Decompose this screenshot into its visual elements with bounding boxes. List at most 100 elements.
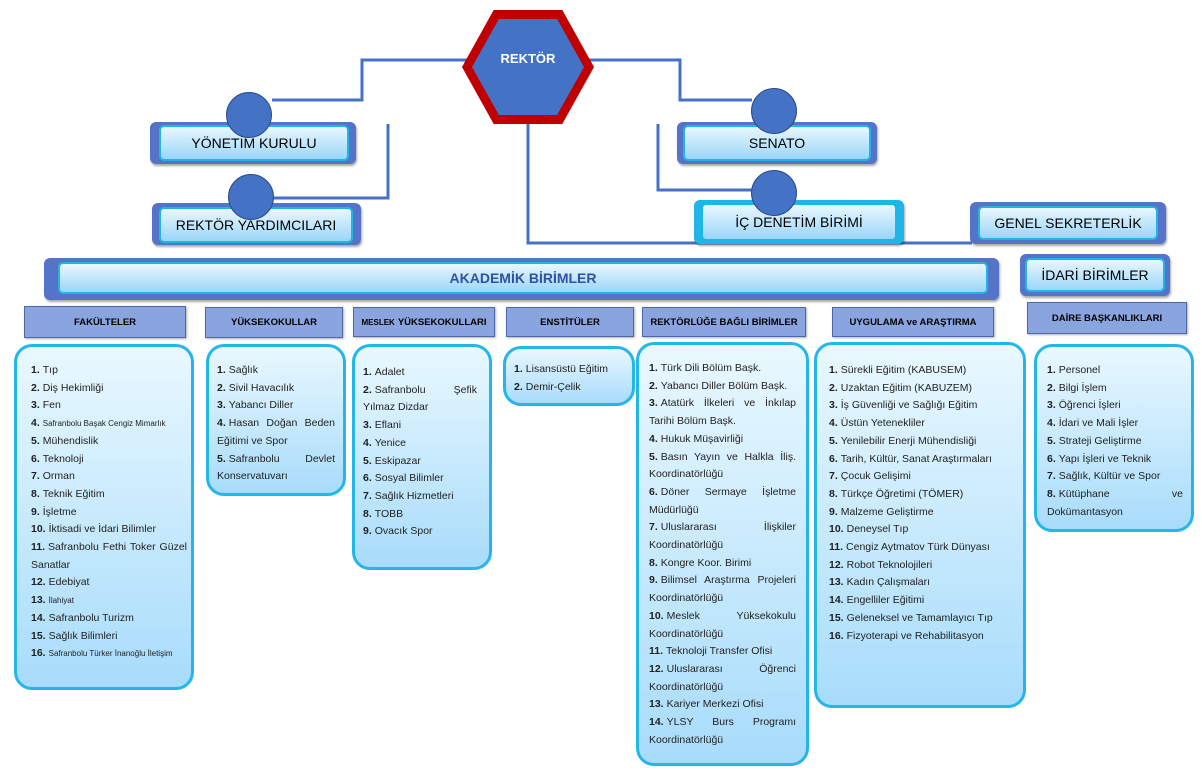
senato-circle [751, 88, 797, 134]
akademik-birimler-bar[interactable]: AKADEMİK BİRİMLER [44, 258, 999, 300]
line-to-yonetim [272, 58, 470, 102]
fakulteler-item: 14.Safranbolu Turizm [31, 610, 187, 628]
uygulama-item: 5.Yenilebilir Enerji Mühendisliği [829, 433, 1015, 451]
item-text: Uzaktan Eğitim (KABUZEM) [840, 381, 973, 394]
idari-birimler-bar[interactable]: İDARİ BİRİMLER [1020, 254, 1170, 296]
item-text: Hasan Doğan Beden Eğitimi ve Spor [217, 417, 335, 447]
item-number: 2. [829, 381, 838, 394]
uygulama-item: 6.Tarih, Kültür, Sanat Araştırmaları [829, 451, 1015, 469]
yuksekokullar-item: 3.Yabancı Diller [217, 397, 335, 415]
item-number: 4. [217, 417, 226, 430]
item-text: Fizyoterapi ve Rehabilitasyon [846, 629, 984, 642]
item-number: 12. [649, 662, 664, 675]
item-number: 6. [363, 472, 372, 485]
item-text: Sağlık Hizmetleri [374, 489, 454, 502]
item-text: Deneysel Tıp [846, 523, 909, 536]
item-text: Döner Sermaye İşletme Müdürlüğü [649, 485, 796, 516]
fakulteler-item: 4.Safranbolu Başak Cengiz Mimarlık [31, 415, 187, 433]
item-text: Üstün Yetenekliler [840, 417, 925, 430]
uygulama-item: 4.Üstün Yetenekliler [829, 415, 1015, 433]
item-text: Sağlık Bilimleri [48, 629, 118, 642]
item-number: 9. [829, 505, 838, 518]
daire-item: 7.Sağlık, Kültür ve Spor [1047, 468, 1183, 486]
item-text: Mühendislik [42, 434, 99, 447]
item-text: Geleneksel ve Tamamlayıcı Tıp [846, 611, 993, 624]
item-number: 5. [649, 450, 658, 463]
rektorluge-item: 11.Teknoloji Transfer Ofisi [649, 643, 796, 661]
yonetim-kurulu-circle [226, 92, 272, 138]
rektor-yardimcilari-circle [228, 174, 274, 220]
item-text: TOBB [374, 507, 404, 520]
item-number: 3. [31, 399, 40, 412]
fakulteler-item: 6.Teknoloji [31, 451, 187, 469]
enstituler-item: 2.Demir-Çelik [514, 379, 624, 397]
item-number: 8. [829, 487, 838, 500]
rektorluge-item: 1.Türk Dili Bölüm Başk. [649, 360, 796, 378]
fakulteler-item: 12.Edebiyat [31, 574, 187, 592]
fakulteler-item: 11.Safranbolu Fethi Toker Güzel Sanatlar [31, 539, 187, 574]
category-yuksekokullar[interactable]: YÜKSEKOKULLAR [205, 307, 343, 338]
item-number: 14. [649, 716, 664, 729]
item-text: Basın Yayın ve Halkla İliş. Koordinatörl… [649, 450, 796, 481]
category-meslek-yuksekokullari[interactable]: MESLEK YÜKSEKOKULLARI [353, 307, 495, 337]
item-number: 12. [31, 576, 46, 589]
rektorluge-item: 9.Bilimsel Araştırma Projeleri Koordinat… [649, 572, 796, 607]
uygulama-item: 16.Fizyoterapi ve Rehabilitasyon [829, 628, 1015, 646]
item-text: YLSY Burs Programı Koordinatörlüğü [649, 716, 796, 746]
item-number: 2. [31, 381, 40, 394]
rektor-node[interactable]: REKTÖR [472, 19, 584, 115]
yuksekokullar-item: 5.Safranbolu Devlet Konservatuvarı [217, 451, 335, 486]
ic-denetim-box[interactable]: İÇ DENETİM BİRİMİ [694, 200, 904, 244]
item-number: 2. [217, 381, 226, 394]
item-text: Safranbolu Turizm [48, 611, 134, 624]
item-text: Kütüphane ve Dokümantasyon [1047, 487, 1183, 518]
genel-sekreterlik-box[interactable]: GENEL SEKRETERLİK [970, 202, 1166, 244]
category-enstituler-label: ENSTİTÜLER [540, 316, 600, 328]
meslek-item: 8.TOBB [363, 506, 477, 524]
fakulteler-item: 3.Fen [31, 397, 187, 415]
item-number: 6. [31, 452, 40, 465]
item-text: Sürekli Eğitim (KABUSEM) [840, 364, 967, 376]
item-number: 1. [1047, 364, 1056, 376]
item-number: 2. [649, 379, 658, 392]
category-fakulteler[interactable]: FAKÜLTELER [24, 306, 186, 338]
item-text: Türkçe Öğretimi (TÖMER) [840, 487, 964, 500]
item-number: 1. [31, 364, 40, 376]
item-number: 14. [31, 611, 46, 624]
category-uygulama-arastirma[interactable]: UYGULAMA ve ARAŞTIRMA [832, 307, 994, 337]
item-text: Yapı İşleri ve Teknik [1058, 452, 1152, 465]
item-number: 8. [649, 556, 658, 569]
senato-label: SENATO [683, 125, 871, 161]
item-text: Uluslararası İlişkiler Koordinatörlüğü [649, 521, 796, 552]
ic-denetim-circle [751, 170, 797, 216]
daire-item: 8.Kütüphane ve Dokümantasyon [1047, 486, 1183, 521]
item-number: 3. [649, 397, 658, 410]
item-number: 2. [1047, 381, 1056, 394]
meslek-item: 3.Eflani [363, 417, 477, 435]
item-text: Robot Teknolojileri [846, 558, 933, 571]
item-number: 4. [829, 417, 838, 430]
item-number: 3. [217, 399, 226, 412]
item-text: Personel [1058, 364, 1101, 376]
item-text: Safranbolu Devlet Konservatuvarı [217, 452, 335, 483]
item-number: 7. [829, 470, 838, 483]
item-text: Lisansüstü Eğitim [525, 363, 609, 375]
item-text: Bilgi İşlem [1058, 381, 1107, 394]
yuksekokullar-item: 4.Hasan Doğan Beden Eğitimi ve Spor [217, 415, 335, 450]
rektorluge-item: 4.Hukuk Müşavirliği [649, 431, 796, 449]
item-text: İşletme [42, 505, 77, 518]
item-text: İdari ve Mali İşler [1058, 417, 1139, 430]
category-rektorluge-bagli[interactable]: REKTÖRLÜĞE BAĞLI BİRİMLER [642, 307, 806, 337]
ic-denetim-label: İÇ DENETİM BİRİMİ [701, 203, 897, 241]
fakulteler-item: 16.Safranbolu Türker İnanoğlu İletişim [31, 645, 187, 663]
item-number: 12. [829, 558, 844, 571]
category-daire-baskanliklari[interactable]: DAİRE BAŞKANLIKLARI [1027, 302, 1187, 334]
uygulama-item: 9.Malzeme Geliştirme [829, 504, 1015, 522]
category-enstituler[interactable]: ENSTİTÜLER [506, 307, 634, 337]
meslek-item: 9.Ovacık Spor [363, 523, 477, 541]
item-text: Teknik Eğitim [42, 487, 105, 500]
item-text: Meslek Yüksekokulu Koordinatörlüğü [649, 609, 796, 640]
meslek-item: 2.Safranbolu Şefik Yılmaz Dizdar [363, 382, 477, 417]
item-text: Bilimsel Araştırma Projeleri Koordinatör… [649, 574, 796, 605]
